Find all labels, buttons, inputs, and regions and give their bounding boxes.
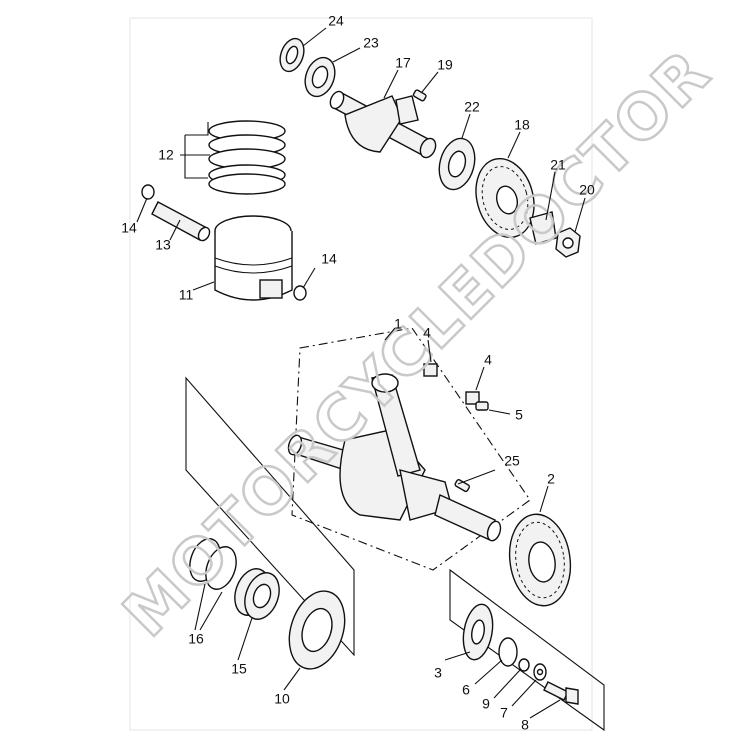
callout-14-left: 14 [121,220,137,236]
callout-1: 1 [394,316,402,332]
callout-20: 20 [579,182,595,198]
shims-16 [189,538,237,590]
primary-drive-gear-2 [508,513,572,607]
balancer-shaft-17 [329,90,437,159]
callout-4-right: 4 [484,352,492,368]
callout-17: 17 [395,55,411,71]
callout-9: 9 [482,696,490,712]
callout-18: 18 [514,117,530,133]
crankshaft-1 [287,373,502,542]
callout-2: 2 [547,471,555,487]
balancer-gear-18 [475,157,535,239]
left-bearing-group-outline [185,376,355,657]
circlip-14-left [141,184,155,200]
bearing-10 [288,590,346,670]
circlip-14-right [293,285,307,301]
callout-4-top: 4 [423,325,431,341]
washer-7 [533,663,547,681]
pin-5 [475,401,489,411]
bearing-22 [438,137,476,191]
nut-20 [555,227,581,258]
callout-16: 16 [188,631,204,647]
callout-3: 3 [434,665,442,681]
callout-5: 5 [515,407,523,423]
piston-11 [214,215,293,301]
callout-6: 6 [462,682,470,698]
callout-12: 12 [158,147,174,163]
roller-bearing-15 [234,568,280,620]
bearing-23 [304,56,336,98]
callout-21: 21 [550,157,566,173]
callout-7: 7 [500,705,508,721]
callout-25: 25 [504,453,520,469]
circlip-6 [498,637,518,667]
callout-19: 19 [437,57,453,73]
oil-seal-24 [279,37,305,73]
lock-washer-21 [529,211,557,245]
callout-15: 15 [231,661,247,677]
key-25 [454,479,471,493]
callout-13: 13 [155,237,171,253]
right-gear-group-outline [449,568,605,732]
oring-9 [518,658,530,672]
leader-lines [136,27,586,719]
piston-rings-12 [208,120,286,195]
spring-4-top [423,363,438,377]
callout-22: 22 [464,99,480,115]
callout-11: 11 [179,287,194,303]
callout-8: 8 [521,717,529,733]
spring-4-right [465,391,480,405]
callout-10: 10 [274,691,290,707]
callout-14-right: 14 [321,251,337,267]
callout-23: 23 [363,35,379,51]
bolt-8 [543,681,579,705]
callout-24: 24 [328,13,344,29]
key-19 [412,89,427,102]
plate-3 [462,603,494,661]
